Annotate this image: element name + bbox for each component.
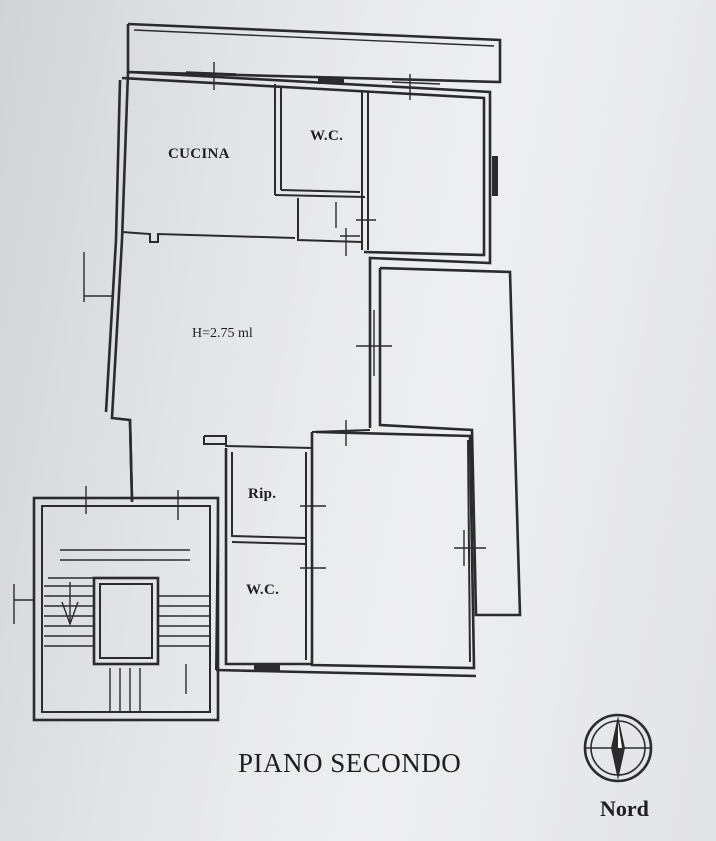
opening-marks bbox=[13, 62, 498, 694]
living-walls bbox=[203, 429, 371, 449]
wc-top-label: W.C. bbox=[310, 128, 344, 144]
wc-bottom-label: W.C. bbox=[246, 582, 280, 598]
stair-direction-arrow bbox=[61, 582, 79, 627]
stair-treads bbox=[44, 549, 210, 712]
right-rooms bbox=[310, 266, 522, 670]
north-arrow-icon bbox=[583, 713, 653, 783]
rip-wc-walls bbox=[224, 448, 312, 666]
bottom-wall bbox=[215, 664, 477, 678]
kitchen-walls bbox=[121, 84, 296, 243]
compass-label: Nord bbox=[600, 796, 649, 821]
entrance-walls bbox=[128, 419, 219, 671]
kitchen-label: CUCINA bbox=[168, 146, 230, 162]
floor-title: PIANO SECONDO bbox=[238, 748, 462, 778]
top-wc-walls bbox=[274, 90, 369, 250]
ceiling-height-label: H=2.75 ml bbox=[192, 326, 253, 341]
stairwell bbox=[32, 496, 220, 722]
rip-label: Rip. bbox=[248, 486, 277, 502]
balcony bbox=[126, 22, 502, 84]
exterior-walls bbox=[104, 70, 492, 503]
